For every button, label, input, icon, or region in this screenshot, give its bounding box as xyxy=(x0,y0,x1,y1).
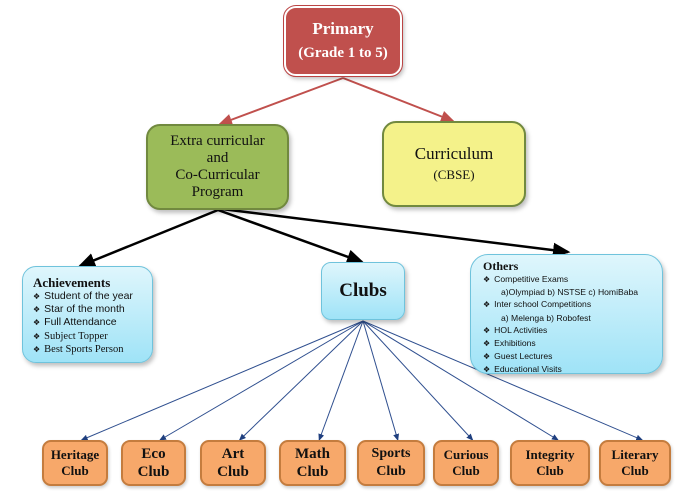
others-item: ❖Competitive Exams xyxy=(483,274,569,284)
arrow-root-to-extra xyxy=(218,77,344,126)
diamond-bullet-icon: ❖ xyxy=(33,344,41,354)
diamond-bullet-icon: ❖ xyxy=(33,305,41,315)
achievement-item: ❖Best Sports Person xyxy=(33,343,124,355)
others-title: Others xyxy=(483,259,519,273)
diamond-bullet-icon: ❖ xyxy=(33,292,41,301)
diamond-bullet-icon: ❖ xyxy=(483,325,491,335)
arrow-root-to-curriculum xyxy=(342,77,455,123)
extra-curricular-node: Extra curricular and Co-Curricular Progr… xyxy=(146,124,289,210)
extra-line: Co-Curricular xyxy=(175,167,260,183)
curriculum-subtitle: (CBSE) xyxy=(433,167,475,182)
arrow-extra-to-clubs xyxy=(217,208,365,264)
others-node: Others ❖Competitive Exams a)Olympiad b) … xyxy=(470,254,663,374)
achievements-node: Achievements ❖Student of the year ❖Star … xyxy=(22,266,153,363)
achievement-item: ❖Student of the year xyxy=(33,290,133,302)
arrow-clubs-to-eco xyxy=(159,320,364,441)
arrow-clubs-to-integrity xyxy=(362,320,559,441)
arrow-clubs-to-art xyxy=(238,320,364,441)
curriculum-node: Curriculum (CBSE) xyxy=(382,121,526,207)
diamond-bullet-icon: ❖ xyxy=(483,300,491,310)
others-subitem: a) Melenga b) Robofest xyxy=(501,312,591,323)
arrow-clubs-to-math xyxy=(318,320,364,441)
diamond-bullet-icon: ❖ xyxy=(483,275,491,284)
others-item: ❖Educational Visits xyxy=(483,364,562,375)
arrow-clubs-to-curious xyxy=(362,320,474,441)
achievement-item: ❖Subject Topper xyxy=(33,330,108,342)
diamond-bullet-icon: ❖ xyxy=(483,339,491,349)
arrow-extra-to-achievements xyxy=(77,208,219,268)
root-node-primary: Primary (Grade 1 to 5) xyxy=(283,5,403,77)
clubs-title: Clubs xyxy=(339,280,387,301)
diamond-bullet-icon: ❖ xyxy=(33,318,41,328)
achievement-item: ❖Full Attendance xyxy=(33,316,117,329)
extra-line: and xyxy=(206,150,229,166)
others-item: ❖Exhibitions xyxy=(483,338,536,349)
diamond-bullet-icon: ❖ xyxy=(33,331,41,341)
diamond-bullet-icon: ❖ xyxy=(483,352,491,362)
others-subitem: a)Olympiad b) NSTSE c) HomiBaba xyxy=(501,287,639,298)
achievement-item: ❖Star of the month xyxy=(33,303,125,316)
arrow-clubs-to-sports xyxy=(362,320,399,441)
arrow-clubs-to-heritage xyxy=(80,320,364,441)
clubs-node: Clubs xyxy=(321,262,405,320)
others-item: ❖Inter school Competitions xyxy=(483,299,592,310)
diamond-bullet-icon: ❖ xyxy=(483,365,491,375)
root-title: Primary xyxy=(312,19,374,38)
others-item: ❖HOL Activities xyxy=(483,324,548,335)
arrow-clubs-to-literary xyxy=(362,320,644,441)
root-subtitle: (Grade 1 to 5) xyxy=(298,45,388,61)
curriculum-title: Curriculum xyxy=(414,144,494,163)
arrow-extra-to-others xyxy=(221,207,571,258)
extra-line: Extra curricular xyxy=(170,133,265,149)
achievements-title: Achievements xyxy=(33,275,111,290)
extra-line: Program xyxy=(191,184,244,200)
others-item: ❖Guest Lectures xyxy=(483,351,553,362)
